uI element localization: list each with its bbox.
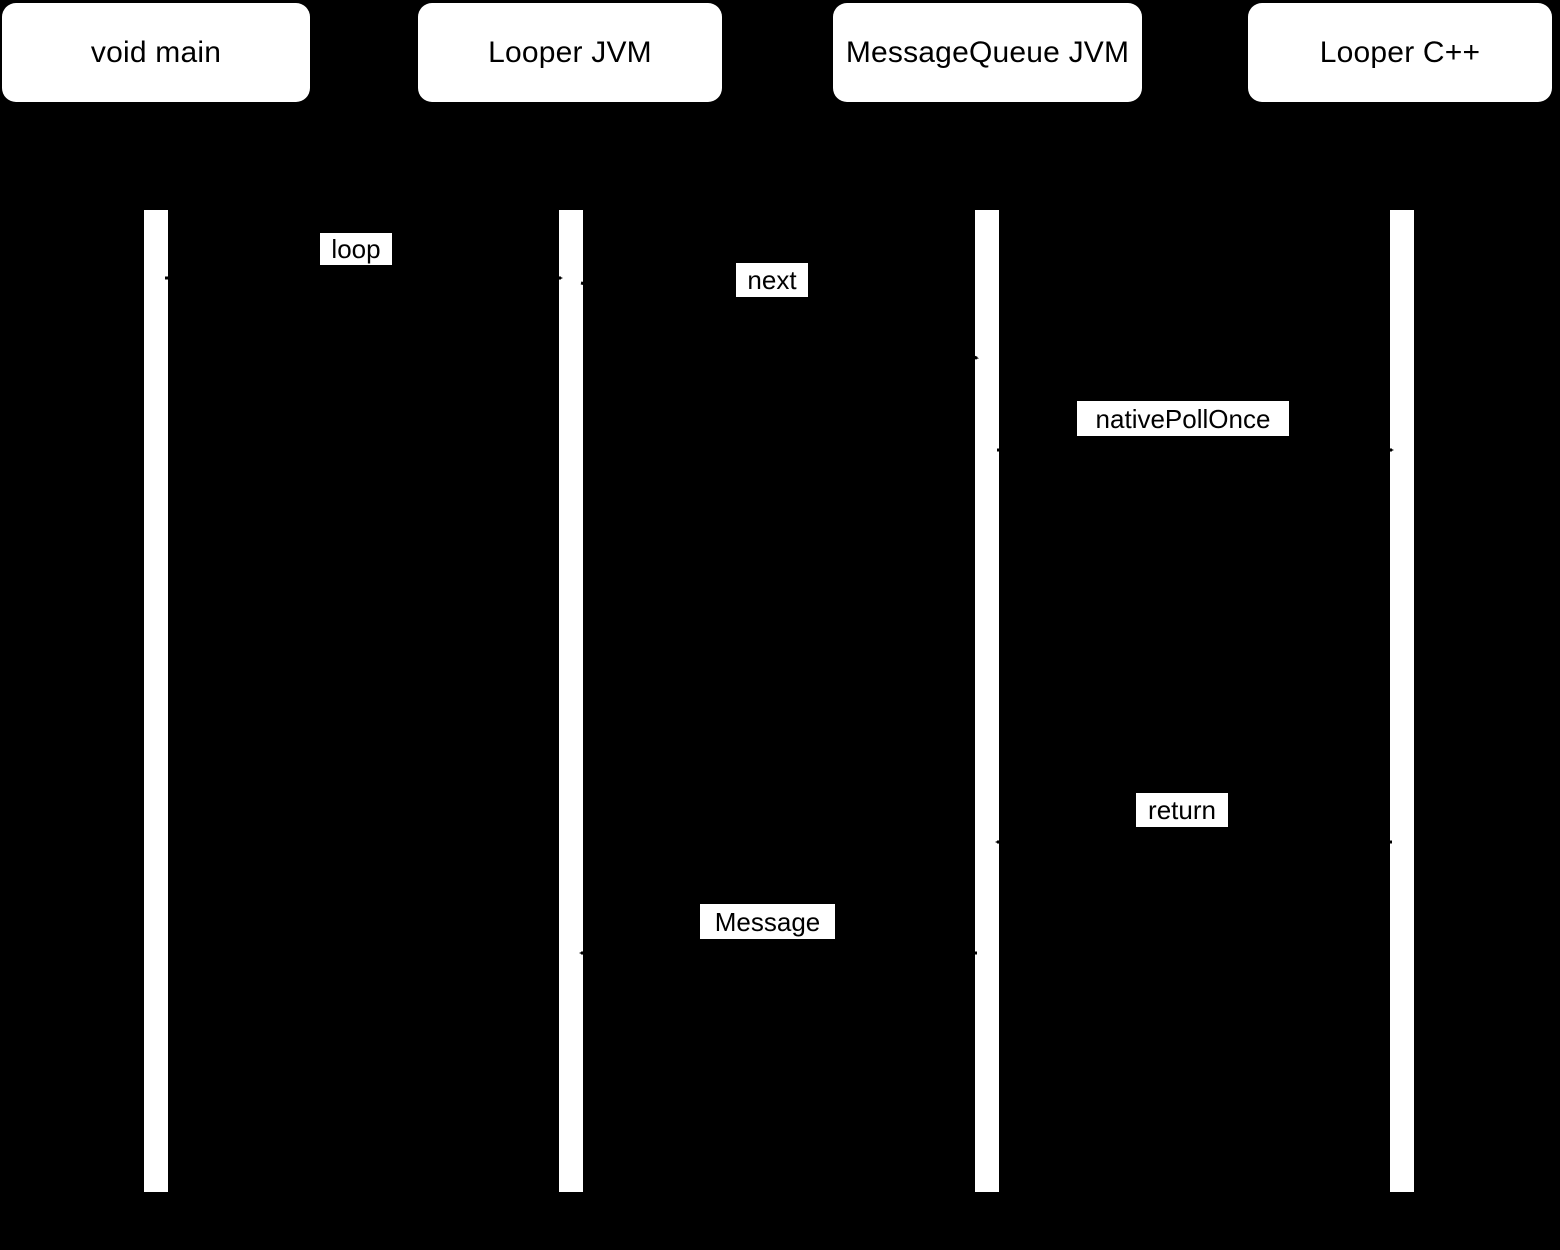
arrow-next — [580, 281, 979, 362]
activation-bar-looper-jvm — [559, 210, 583, 1192]
participant-box-messagequeue-jvm: MessageQueue JVM — [833, 3, 1142, 102]
activation-bar-looper-cpp — [1390, 210, 1414, 1192]
message-label-return: return — [1136, 793, 1228, 827]
participant-box-void-main: void main — [2, 3, 310, 102]
message-label-next: next — [736, 263, 808, 297]
message-label-nativepollonce: nativePollOnce — [1077, 401, 1289, 436]
participant-label: MessageQueue JVM — [845, 35, 1130, 69]
activation-bar-messagequeue-jvm — [975, 210, 999, 1192]
activation-bar-void-main — [144, 210, 168, 1192]
participant-box-looper-jvm: Looper JVM — [418, 3, 722, 102]
participant-box-looper-cpp: Looper C++ — [1248, 3, 1552, 102]
message-label-message: Message — [700, 904, 835, 939]
participant-label: Looper C++ — [1319, 35, 1481, 69]
message-label-loop: loop — [320, 233, 392, 265]
participant-label: void main — [90, 35, 222, 69]
participant-label: Looper JVM — [488, 35, 652, 69]
